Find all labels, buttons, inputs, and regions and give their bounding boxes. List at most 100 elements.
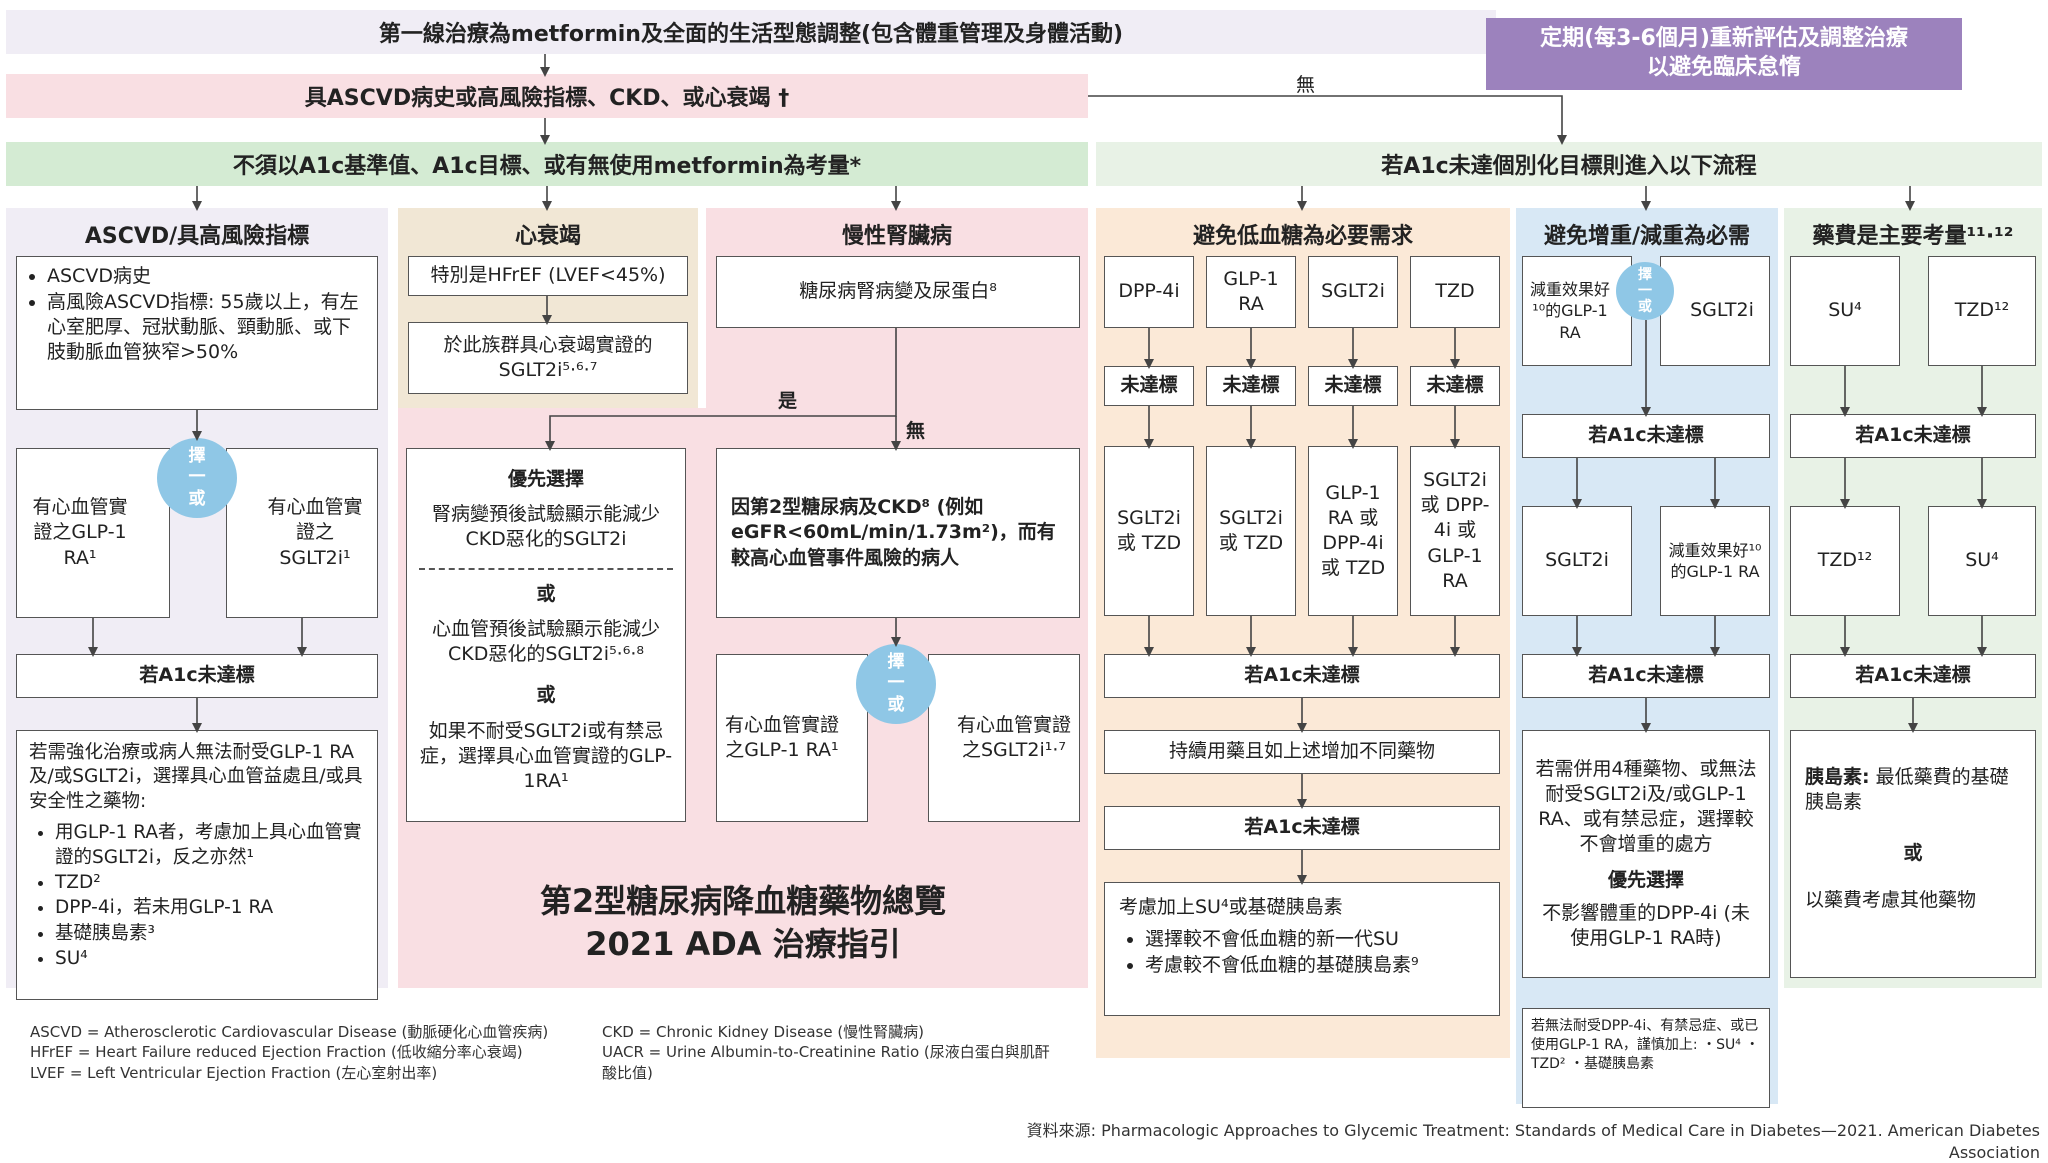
hypo-continue-box: 持續用藥且如上述增加不同藥物 — [1104, 730, 1500, 774]
ckd-priority-option-2: 心血管預後試驗顯示能減少CKD惡化的SGLT2i⁵·⁶·⁸ — [431, 618, 660, 666]
first-line-bar: 第一線治療為metformin及全面的生活型態調整(包含體重管理及身體活動) — [6, 10, 1496, 54]
weight-title: 避免增重/減重為必需 — [1543, 224, 1751, 249]
weight-a1c-2: 若A1c未達標 — [1522, 654, 1770, 698]
ckd-choose-3: 或 — [887, 694, 905, 715]
weight-choose-2: 一 — [1638, 282, 1652, 299]
hf-title: 心衰竭 — [514, 224, 581, 249]
weight-glp1-box: 減重效果好¹⁰的GLP-1 RA — [1522, 256, 1632, 366]
ascvd-intensify-list: 用GLP-1 RA者，考慮加上具心血管實證的SGLT2i，反之亦然¹ TZD² … — [29, 820, 365, 972]
reevaluate-line1: 定期(每3-6個月)重新評估及調整治療 — [1540, 26, 1908, 52]
glossary-lvef: LVEF = Left Ventricular Ejection Fractio… — [30, 1063, 438, 1082]
ascvd-choose-2: 一 — [188, 467, 206, 488]
hypo-not-met-1: 未達標 — [1104, 366, 1194, 406]
risk-bar: 具ASCVD病史或高風險指標、CKD、或心衰竭 † — [6, 74, 1088, 118]
hypo-consider-1: 選擇較不會低血糖的新一代SU — [1145, 927, 1419, 952]
cost-su-box-2: SU⁴ — [1928, 506, 2036, 616]
hypo-not-met-4: 未達標 — [1410, 366, 1500, 406]
hf-sglt2-box: 於此族群具心衰竭實證的SGLT2i⁵·⁶·⁷ — [408, 322, 688, 394]
glossary-right: CKD = Chronic Kidney Disease (慢性腎臟病) UAC… — [602, 1022, 1062, 1083]
glossary-uacr: UACR = Urine Albumin-to-Creatinine Ratio… — [602, 1043, 1050, 1082]
cost-tzd-box-2: TZD¹² — [1790, 506, 1900, 616]
reevaluate-line2: 以避免臨床怠惰 — [1646, 55, 1801, 80]
glossary-ascvd: ASCVD = Atherosclerotic Cardiovascular D… — [30, 1023, 549, 1041]
cost-title: 藥費是主要考量¹¹·¹² — [1812, 224, 2014, 249]
hypo-drug-tzd: TZD — [1410, 256, 1500, 328]
ckd-choose-one-badge: 擇 一 或 — [856, 644, 936, 724]
ascvd-sglt2-box: 有心血管實證之SGLT2i¹ — [226, 448, 378, 618]
hypo-drug-glp1: GLP-1 RA — [1206, 256, 1296, 328]
hypo-drug-dpp4: DPP-4i — [1104, 256, 1194, 328]
ckd-priority-option-3: 如果不耐受SGLT2i或有禁忌症，選擇具心血管實證的GLP-1RA¹ — [419, 719, 673, 792]
cost-insulin-line: 胰島素: 最低藥費的基礎胰島素 — [1805, 765, 2021, 815]
ckd-priority-box: 優先選擇 腎病變預後試驗顯示能減少CKD惡化的SGLT2i 或 心血管預後試驗顯… — [406, 448, 686, 822]
weight-glp1-box-2: 減重效果好¹⁰的GLP-1 RA — [1660, 506, 1770, 616]
cost-a1c-2: 若A1c未達標 — [1790, 654, 2036, 698]
ckd-priority-title: 優先選擇 — [507, 468, 584, 490]
ascvd-option-3: DPP-4i，若未用GLP-1 RA — [55, 896, 365, 920]
left-green-bar: 不須以A1c基準值、A1c目標、或有無使用metformin為考量* — [6, 142, 1088, 186]
hypo-second-4: SGLT2i 或 DPP-4i 或 GLP-1 RA — [1410, 446, 1500, 616]
hypo-second-3: GLP-1 RA 或 DPP-4i 或 TZD — [1308, 446, 1398, 616]
ascvd-intensify-intro: 若需強化治療或病人無法耐受GLP-1 RA及/或SGLT2i，選擇具心血管益處且… — [29, 742, 363, 812]
ckd-yes-label: 是 — [778, 390, 798, 412]
glossary-ckd: CKD = Chronic Kidney Disease (慢性腎臟病) — [602, 1023, 925, 1041]
weight-a1c-1: 若A1c未達標 — [1522, 414, 1770, 458]
ascvd-choose-1: 擇 — [188, 446, 206, 467]
ascvd-a1c-box: 若A1c未達標 — [16, 654, 378, 698]
weight-choose-3: 或 — [1638, 299, 1652, 316]
reevaluate-box: 定期(每3-6個月)重新評估及調整治療 以避免臨床怠惰 — [1486, 18, 1962, 90]
weight-sglt2-box: SGLT2i — [1660, 256, 1770, 366]
hypo-second-1: SGLT2i 或 TZD — [1104, 446, 1194, 616]
ckd-choose-1: 擇 — [887, 652, 905, 673]
ascvd-title: ASCVD/具高風險指標 — [84, 224, 310, 249]
ckd-choose-2: 一 — [887, 673, 905, 694]
cost-tzd-box: TZD¹² — [1928, 256, 2036, 366]
weight-priority-text: 不影響體重的DPP-4i (未使用GLP-1 RA時) — [1542, 901, 1750, 949]
cost-insulin-box: 胰島素: 最低藥費的基礎胰島素 或 以藥費考慮其他藥物 — [1790, 730, 2036, 978]
weight-priority-title: 優先選擇 — [1607, 868, 1684, 891]
main-title-line1: 第2型糖尿病降血糖藥物總覽 — [539, 882, 947, 920]
hf-hfref-box: 特別是HFrEF (LVEF<45%) — [408, 256, 688, 296]
hypo-a1c-1: 若A1c未達標 — [1104, 654, 1500, 698]
ascvd-option-4: 基礎胰島素³ — [55, 922, 365, 946]
ckd-priority-option-1: 腎病變預後試驗顯示能減少CKD惡化的SGLT2i — [431, 503, 660, 551]
ascvd-choose-3: 或 — [188, 488, 206, 509]
hypo-a1c-2: 若A1c未達標 — [1104, 806, 1500, 850]
ckd-glp1-box: 有心血管實證之GLP-1 RA¹ — [716, 654, 868, 822]
main-title-line2: 2021 ADA 治療指引 — [585, 925, 901, 964]
cost-su-box: SU⁴ — [1790, 256, 1900, 366]
weight-choose-1: 擇 — [1638, 266, 1652, 283]
weight-intensify-text: 若需併用4種藥物、或無法耐受SGLT2i及/或GLP-1 RA、或有禁忌症，選擇… — [1535, 758, 1757, 856]
hypo-title: 避免低血糖為必要需求 — [1192, 224, 1413, 249]
cost-insulin-text: 最低藥費的基礎胰島素 — [1805, 766, 2009, 814]
ckd-or-2: 或 — [536, 684, 556, 707]
hypo-drug-sglt2: SGLT2i — [1308, 256, 1398, 328]
ckd-dashed-divider — [419, 568, 673, 571]
weight-choose-one-badge: 擇 一 或 — [1616, 262, 1674, 320]
hypo-consider-title: 考慮加上SU⁴或基礎胰島素 — [1119, 896, 1343, 918]
hypo-consider-2: 考慮較不會低血糖的基礎胰島素⁹ — [1145, 953, 1419, 978]
cost-a1c-1: 若A1c未達標 — [1790, 414, 2036, 458]
right-green-bar: 若A1c未達個別化目標則進入以下流程 — [1096, 142, 2042, 186]
ascvd-option-1: 用GLP-1 RA者，考慮加上具心血管實證的SGLT2i，反之亦然¹ — [55, 821, 365, 870]
ascvd-glp1-box: 有心血管實證之GLP-1 RA¹ — [16, 448, 170, 618]
ckd-title: 慢性腎臟病 — [841, 224, 952, 249]
ascvd-intensify-box: 若需強化治療或病人無法耐受GLP-1 RA及/或SGLT2i，選擇具心血管益處且… — [16, 730, 378, 1000]
weight-caution-note: 若無法耐受DPP-4i、有禁忌症、或已使用GLP-1 RA，謹慎加上: ・SU⁴… — [1522, 1008, 1770, 1108]
ascvd-option-2: TZD² — [55, 871, 365, 895]
weight-sglt2-box-2: SGLT2i — [1522, 506, 1632, 616]
cost-or: 或 — [1903, 842, 1923, 865]
ascvd-choose-one-badge: 擇 一 或 — [157, 438, 237, 518]
ascvd-item-history: ASCVD病史 — [47, 264, 367, 289]
hypo-not-met-3: 未達標 — [1308, 366, 1398, 406]
hypo-second-2: SGLT2i 或 TZD — [1206, 446, 1296, 616]
hypo-consider-list: 選擇較不會低血糖的新一代SU 考慮較不會低血糖的基礎胰島素⁹ — [1119, 926, 1419, 979]
glossary-left: ASCVD = Atherosclerotic Cardiovascular D… — [30, 1022, 590, 1083]
no-label-top: 無 — [1296, 74, 1316, 96]
ckd-sglt2-box: 有心血管實證之SGLT2i¹·⁷ — [928, 654, 1080, 822]
hypo-consider-box: 考慮加上SU⁴或基礎胰島素 選擇較不會低血糖的新一代SU 考慮較不會低血糖的基礎… — [1104, 882, 1500, 1016]
cost-other-text: 以藥費考慮其他藥物 — [1805, 889, 1977, 912]
ckd-no-nephropathy-box: 因第2型糖尿病及CKD⁸ (例如eGFR<60mL/min/1.73m²)，而有… — [716, 448, 1080, 618]
main-title: 第2型糖尿病降血糖藥物總覽 2021 ADA 治療指引 — [398, 880, 1088, 966]
